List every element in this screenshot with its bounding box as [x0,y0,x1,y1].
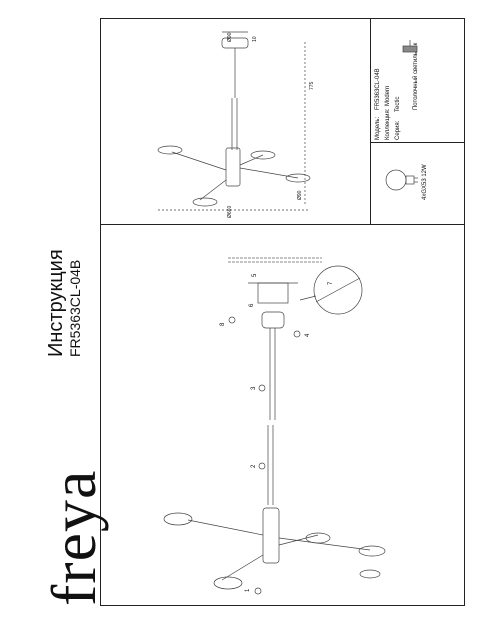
ceiling-lamp-icon [402,40,418,53]
spec-divider [370,18,371,224]
bulb-icon [385,169,418,191]
spec-divider-h [370,142,465,143]
dimension-drawing [157,31,311,211]
assembly-drawing [163,257,386,595]
page-frame [100,18,465,606]
section-divider [100,224,465,225]
